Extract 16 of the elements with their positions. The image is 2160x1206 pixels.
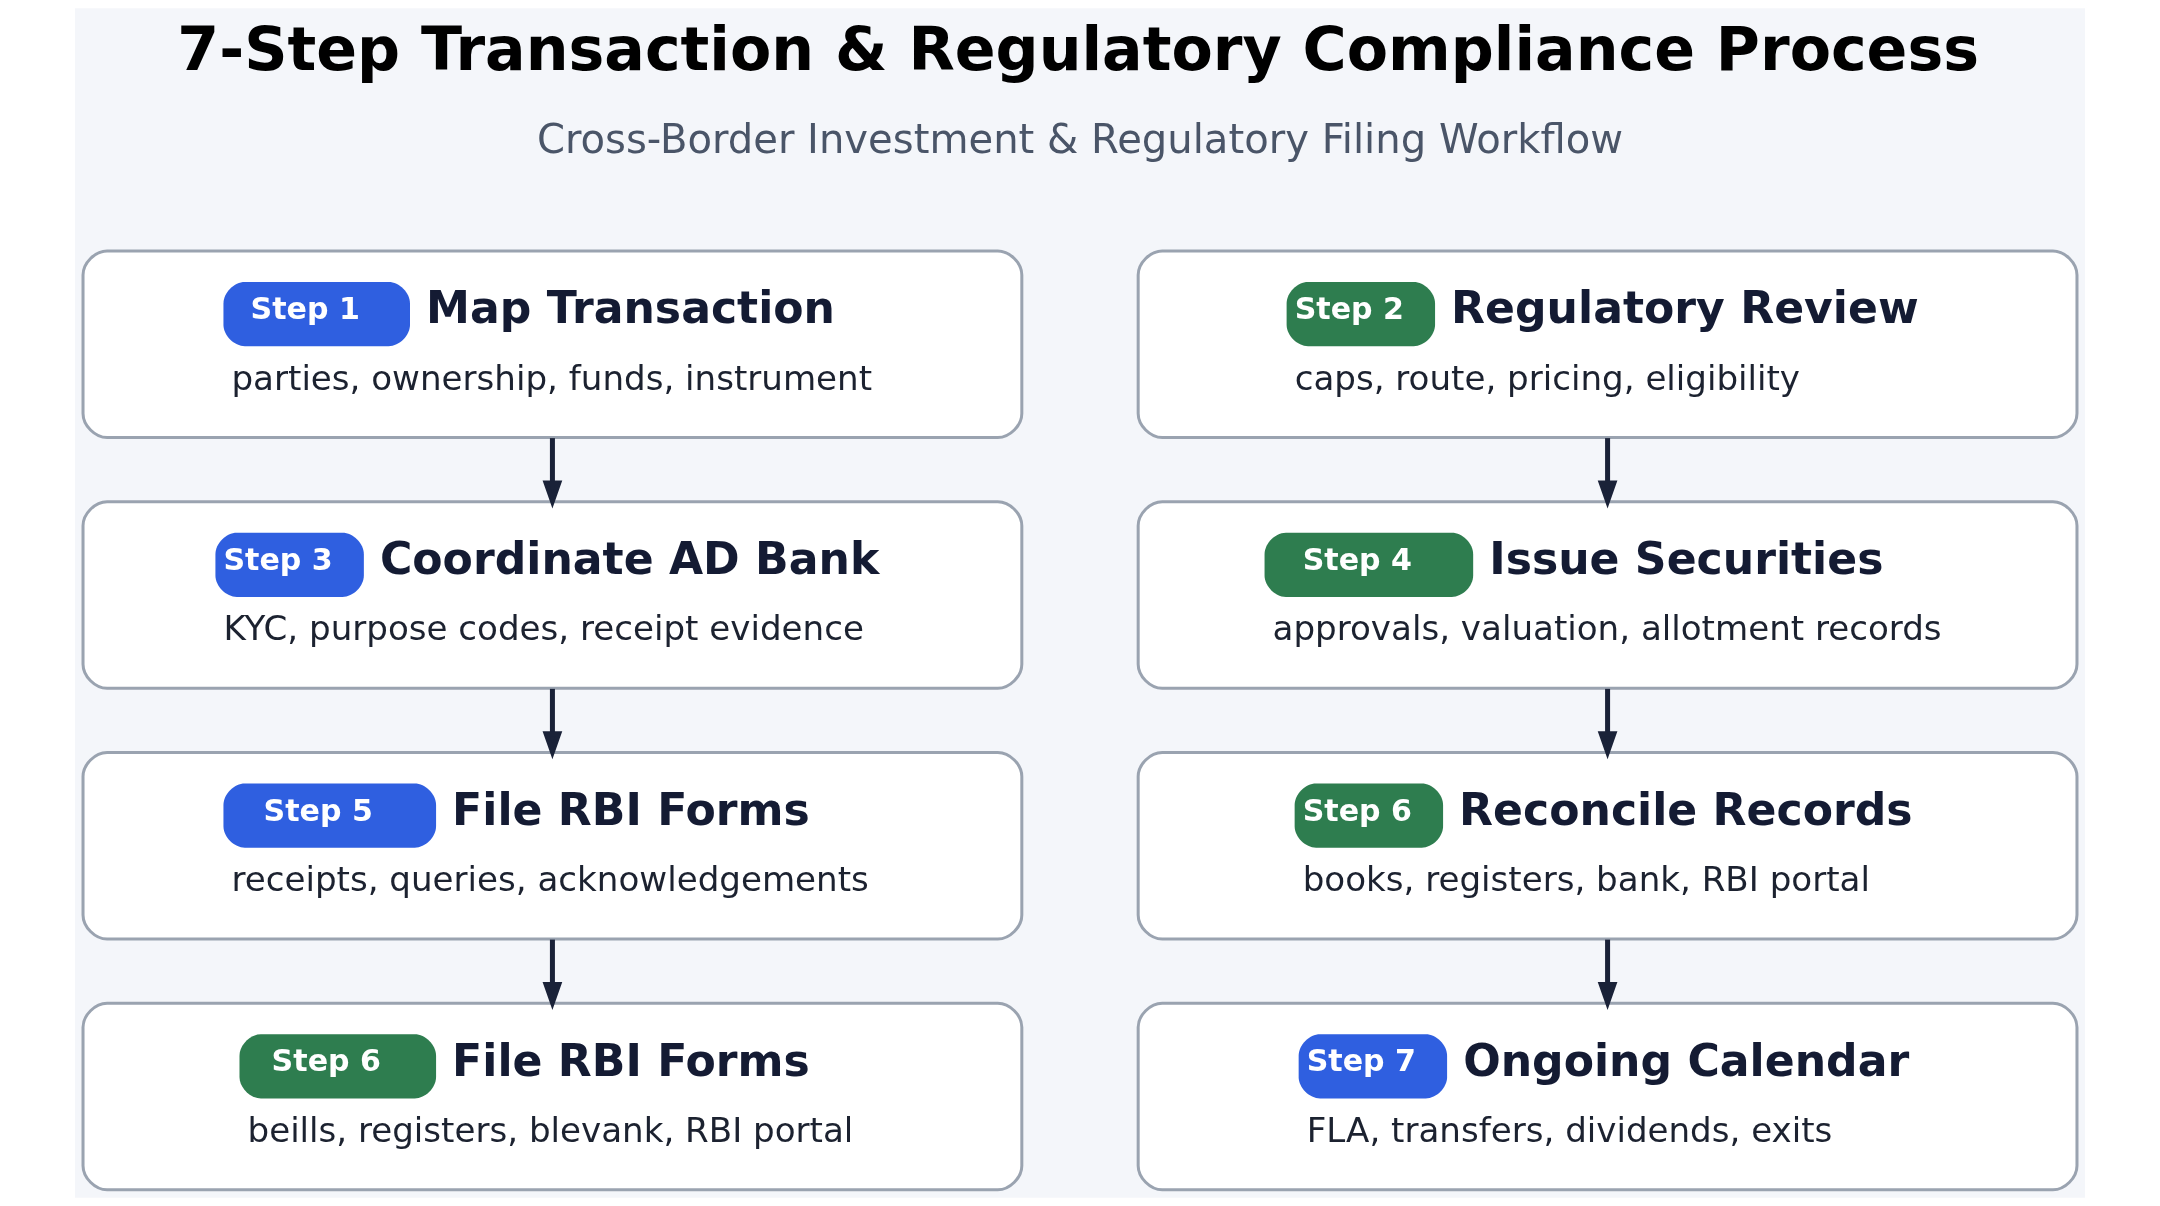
node-box: Step 6 Reconcile Records books, registers, bank, RBI portal bbox=[1136, 750, 2079, 941]
diagram-title: 7-Step Transaction & Regulatory Compliance Process bbox=[177, 14, 1980, 85]
node-box: Step 7 Ongoing Calendar FLA, transfers, dividends, exits bbox=[1136, 1001, 2079, 1192]
node-box: Step 1 Map Transaction parties, ownership, funds, instrument bbox=[81, 249, 1024, 439]
node-box: Step 2 Regulatory Review caps, route, pricing, eligibility bbox=[1136, 249, 2079, 439]
node-box: Step 3 Coordinate AD Bank KYC, purpose codes, receipt evidence bbox=[81, 500, 1024, 690]
label: Cross-Border Investment & Regulatory Filing Workflow bbox=[536, 115, 1624, 162]
node-box: Step 5 File RBI Forms receipts, queries, acknowledgements bbox=[81, 750, 1024, 941]
arrow bbox=[1597, 438, 1618, 509]
arrow bbox=[1597, 939, 1618, 1011]
node-box: Step 4 Issue Securities approvals, valuation, allotment records bbox=[1136, 500, 2079, 690]
node-box: Step 6 File RBI Forms beills, registers, blevank, RBI portal bbox=[81, 1001, 1024, 1192]
arrow bbox=[542, 438, 563, 509]
arrow bbox=[542, 688, 563, 760]
arrow bbox=[542, 939, 563, 1011]
arrow bbox=[1597, 688, 1618, 760]
